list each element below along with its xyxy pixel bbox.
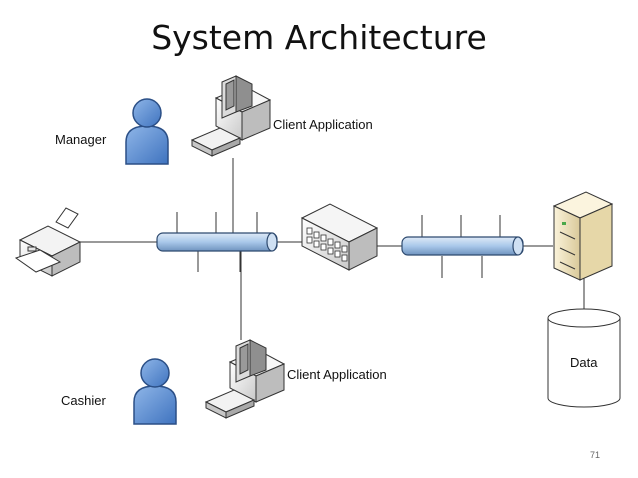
- client-application-top-label: Client Application: [273, 117, 373, 132]
- network-bus-left: [156, 232, 278, 252]
- data-label: Data: [570, 355, 598, 370]
- network-bus-right: [401, 236, 524, 256]
- slide-title: System Architecture: [151, 18, 487, 57]
- page-number: 71: [589, 450, 600, 460]
- network-switch-icon: [300, 203, 379, 271]
- person-icon: [133, 358, 177, 425]
- cashier-label: Cashier: [61, 393, 106, 408]
- manager-label: Manager: [55, 132, 107, 147]
- person-icon: [125, 98, 169, 165]
- desktop-computer-icon: [190, 75, 272, 157]
- printer-icon: [14, 207, 82, 277]
- desktop-computer-icon: [204, 339, 286, 419]
- server-icon: [552, 191, 614, 281]
- database-cylinder-icon: [547, 308, 621, 408]
- client-application-bottom-label: Client Application: [287, 367, 387, 382]
- connection-lines: [80, 158, 585, 340]
